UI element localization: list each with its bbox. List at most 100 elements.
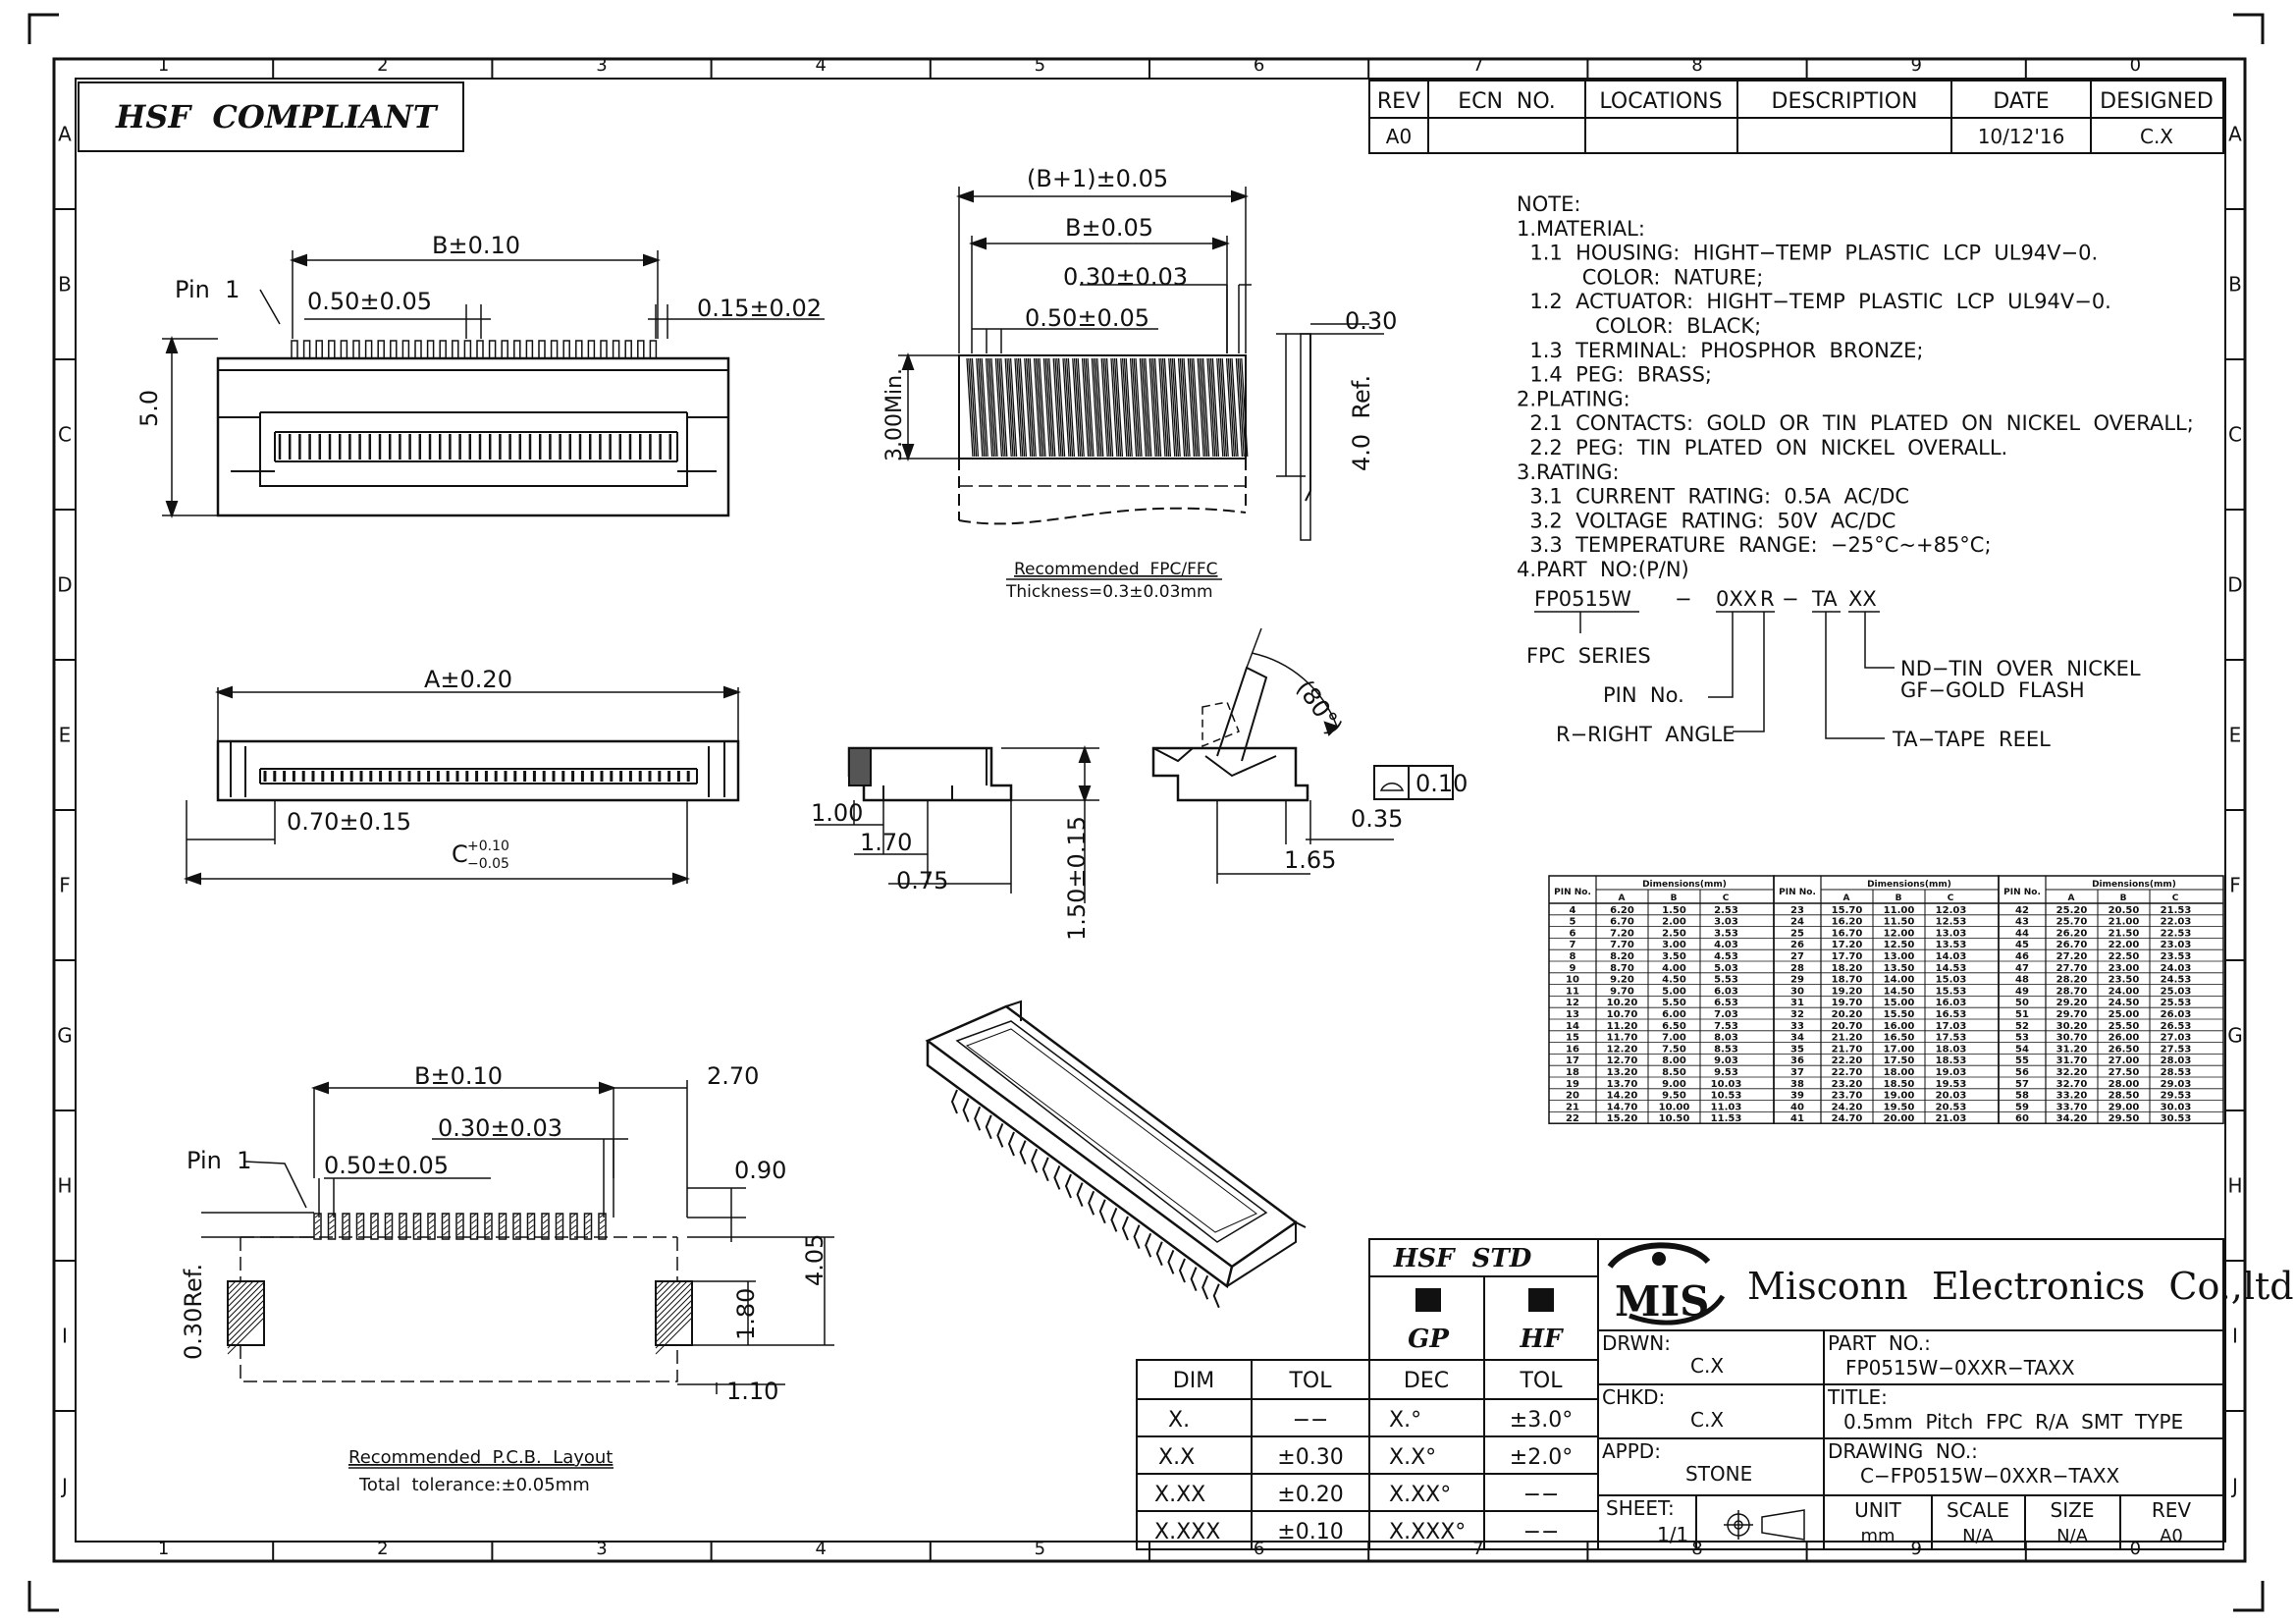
note-line: COLOR: BLACK; (1517, 314, 1761, 338)
dim-table-cell: 15.20 (1607, 1113, 1638, 1124)
pcb-dim-2-70: 2.70 (707, 1062, 759, 1090)
zone-row-label: D (57, 573, 72, 597)
dim-table-cell: 19.20 (1832, 986, 1863, 997)
dim-table-cell: 6.20 (1610, 905, 1634, 916)
dim-table-cell: 29.70 (2056, 1009, 2088, 1020)
dim-table-cell: 11.00 (1884, 905, 1915, 916)
dim-table-cell: 15.03 (1936, 975, 1967, 986)
compliance-label: HSF COMPLIANT (115, 98, 439, 135)
zone-row-label: G (57, 1024, 73, 1048)
dim-table-cell: 10.70 (1607, 1009, 1638, 1020)
dim-table-cell: 8.00 (1662, 1056, 1686, 1066)
dim-table-cell: 23 (1790, 905, 1804, 916)
tolerance-table: DIM TOL X. −− X.X ±0.30 X.XX ±0.20 X.XXX… (1136, 1359, 1370, 1550)
front-dim-offset: 0.70±0.15 (287, 808, 411, 836)
dim-table-cell: 7.53 (1714, 1021, 1738, 1032)
dim-table-cell: 29.00 (2109, 1102, 2140, 1112)
chkd-value: C.X (1690, 1408, 1724, 1432)
dim-table-cell: 7.50 (1662, 1044, 1686, 1055)
dim-table-cell: 6.00 (1662, 1009, 1686, 1020)
dim-table-cell: 23.50 (2109, 975, 2140, 986)
dim-table-cell: 5 (1570, 917, 1576, 928)
scale-label: SCALE (1947, 1498, 2009, 1522)
dim-table-cell: 57 (2015, 1079, 2029, 1090)
dim-table-cell: 33.70 (2056, 1102, 2088, 1112)
dim-table-cell: 39 (1790, 1091, 1804, 1102)
part-no-value: FP0515W−0XXR−TAXX (1845, 1356, 2075, 1380)
dim-table-cell: 10.20 (1607, 998, 1638, 1008)
zone-col-label: 4 (815, 1539, 826, 1559)
dim-table-cell: 11.20 (1607, 1021, 1638, 1032)
dim-table-cell: 33 (1790, 1021, 1804, 1032)
part-number-code: FP0515W − 0XX R − TA XX FPC SERIES PIN N… (1526, 587, 2141, 751)
dim-table-cell: 32.70 (2056, 1079, 2088, 1090)
dim-table-cell: 33.20 (2056, 1091, 2088, 1102)
label-tape: TA−TAPE REEL (1892, 728, 2051, 751)
pcb-caption-tolerance: Total tolerance:±0.05mm (358, 1475, 590, 1495)
dim-table-cell: 49 (2015, 986, 2029, 997)
dim-table-cell: 13.70 (1607, 1079, 1638, 1090)
fpc-dim-trace: 0.30±0.03 (1063, 263, 1188, 291)
dim-table-cell: 10.00 (1659, 1102, 1690, 1112)
dim-table-cell: 16 (1566, 1044, 1579, 1055)
open-dim-flatness: 0.10 (1415, 770, 1468, 797)
hsf-dec-2: X.XX° (1389, 1483, 1451, 1507)
dim-table-cell: 3.00 (1662, 940, 1686, 950)
dim-table-cell: 35 (1790, 1044, 1804, 1055)
actuator-open-view: (80°) 0.10 0.35 1.65 (1151, 627, 1468, 884)
dim-table-cell: 13.53 (1936, 940, 1967, 950)
dim-table-cell: 31 (1790, 998, 1804, 1008)
dim-table-cell: 12.70 (1607, 1056, 1638, 1066)
note-line: NOTE: (1517, 192, 1580, 216)
dim-table-cell: 20.50 (2109, 905, 2140, 916)
tol-dim-xxxx: X.XXX (1154, 1520, 1220, 1544)
dim-table-cell: 28.70 (2056, 986, 2088, 997)
part-no-label: PART NO.: (1828, 1331, 1931, 1355)
dim-table-cell: 25.20 (2056, 905, 2088, 916)
drwn-label: DRWN: (1602, 1331, 1671, 1355)
dim-table-cell: 56 (2015, 1067, 2029, 1078)
dim-table-cell: 24 (1790, 917, 1804, 928)
dim-table-cell: 4 (1570, 905, 1576, 916)
zone-col-label: 6 (1254, 55, 1264, 76)
dim-table-cell: 20.53 (1936, 1102, 1967, 1112)
gp-marker-icon (1415, 1288, 1441, 1312)
side-dim-0-75: 0.75 (896, 867, 948, 894)
dim-table-sub-header: B (1896, 893, 1902, 903)
dim-table-cell: 18.20 (1832, 963, 1863, 974)
dim-table-cell: 16.50 (1884, 1033, 1915, 1044)
appd-value: STONE (1685, 1462, 1752, 1486)
pcb-dim-pad-width: 0.30±0.03 (438, 1114, 562, 1142)
dim-table-cell: 7.00 (1662, 1033, 1686, 1044)
scale-value: N/A (1962, 1526, 1995, 1546)
tol-header-dim: DIM (1173, 1369, 1214, 1393)
dim-table-cell: 14 (1566, 1021, 1579, 1032)
dim-table-cell: 13.50 (1884, 963, 1915, 974)
dim-table-cell: 5.00 (1662, 986, 1686, 997)
dim-table-pin-header: PIN No. (2003, 888, 2041, 897)
tol-dim-xxx: X.XX (1154, 1483, 1205, 1507)
title-block: MIS Misconn Electronics Co.,ltd. DRWN: C… (1597, 1238, 2296, 1550)
dim-table-cell: 54 (2015, 1044, 2029, 1055)
dim-table-cell: 60 (2015, 1113, 2029, 1124)
pcb-dim-0-90: 0.90 (734, 1157, 786, 1184)
dim-table-cell: 10.53 (1711, 1091, 1742, 1102)
note-line: 3.3 TEMPERATURE RANGE: −25°C~+85°C; (1517, 533, 1992, 557)
zone-row-label: B (58, 273, 72, 297)
zone-row-label: F (59, 874, 71, 897)
top-dim-pitch: 0.50±0.05 (307, 288, 432, 315)
dim-table-cell: 24.00 (2109, 986, 2140, 997)
open-dim-0-35: 0.35 (1351, 805, 1403, 833)
dim-table-cell: 48 (2015, 975, 2029, 986)
pcb-pin1-label: Pin 1 (187, 1147, 251, 1174)
dim-table-cell: 29 (1790, 975, 1804, 986)
dim-table-cell: 52 (2015, 1021, 2029, 1032)
note-line: 1.2 ACTUATOR: HIGHT−TEMP PLASTIC LCP UL9… (1517, 290, 2111, 313)
dim-table-cell: 8 (1570, 951, 1576, 962)
dim-table-cell: 17.53 (1936, 1033, 1967, 1044)
dim-table-cell: 21.00 (2109, 917, 2140, 928)
dim-table-cell: 6 (1570, 928, 1576, 939)
dim-table-cell: 18.50 (1884, 1079, 1915, 1090)
drawing-frame (52, 57, 2247, 1563)
